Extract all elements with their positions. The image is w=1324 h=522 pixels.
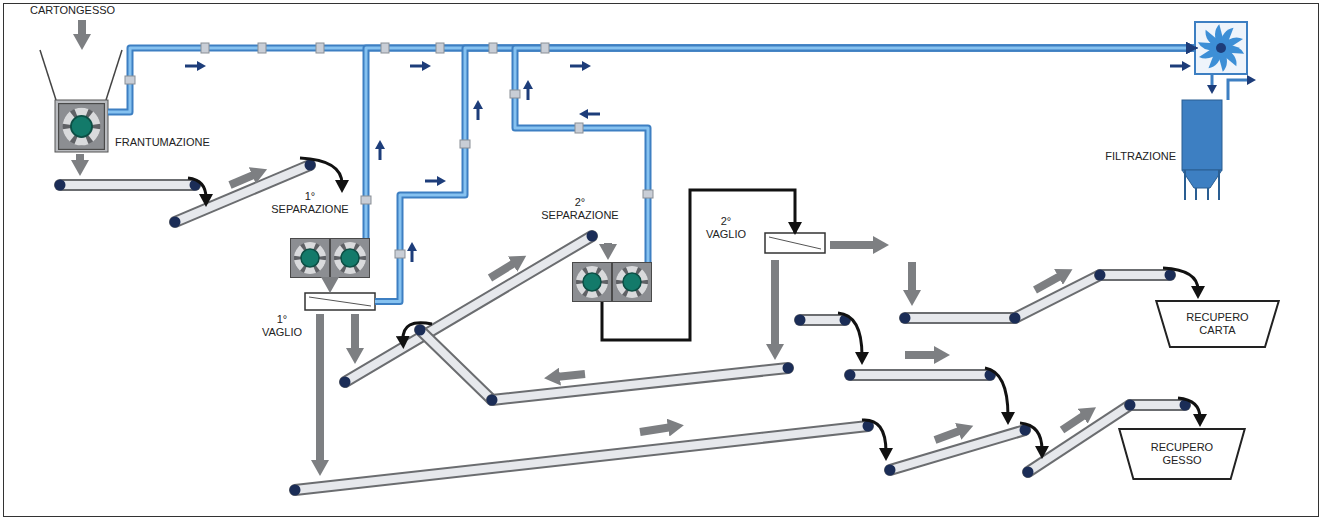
vibrating-screen: 1° VAGLIO — [305, 293, 375, 310]
node-label: 1° SEPARAZIONE — [265, 190, 355, 216]
air-duct — [108, 48, 1195, 112]
filter-unit: FILTRAZIONE — [1195, 22, 1247, 74]
node-label: RECUPERO CARTA — [1178, 311, 1258, 337]
vibrating-screen: 2° VAGLIO — [765, 233, 825, 253]
collection-bin: RECUPERO GESSO — [1118, 428, 1246, 480]
crusher-unit: FRANTUMAZIONE — [55, 100, 108, 152]
node-label: 2° VAGLIO — [703, 215, 749, 241]
air-separator: 2° SEPARAZIONE — [572, 262, 652, 302]
node-label: 1° VAGLIO — [259, 313, 305, 339]
input-label: CARTONGESSO — [30, 4, 115, 17]
air-duct — [515, 48, 1195, 262]
node-label: FILTRAZIONE — [1105, 150, 1176, 163]
air-duct — [366, 48, 1195, 238]
air-separator: 1° SEPARAZIONE — [290, 238, 370, 278]
collection-bin: RECUPERO CARTA — [1155, 300, 1280, 348]
material-flow-line — [602, 190, 795, 340]
node-label: 2° SEPARAZIONE — [535, 196, 625, 222]
node-label: RECUPERO GESSO — [1142, 441, 1222, 467]
air-duct — [375, 48, 1195, 302]
node-label: FRANTUMAZIONE — [115, 136, 210, 149]
